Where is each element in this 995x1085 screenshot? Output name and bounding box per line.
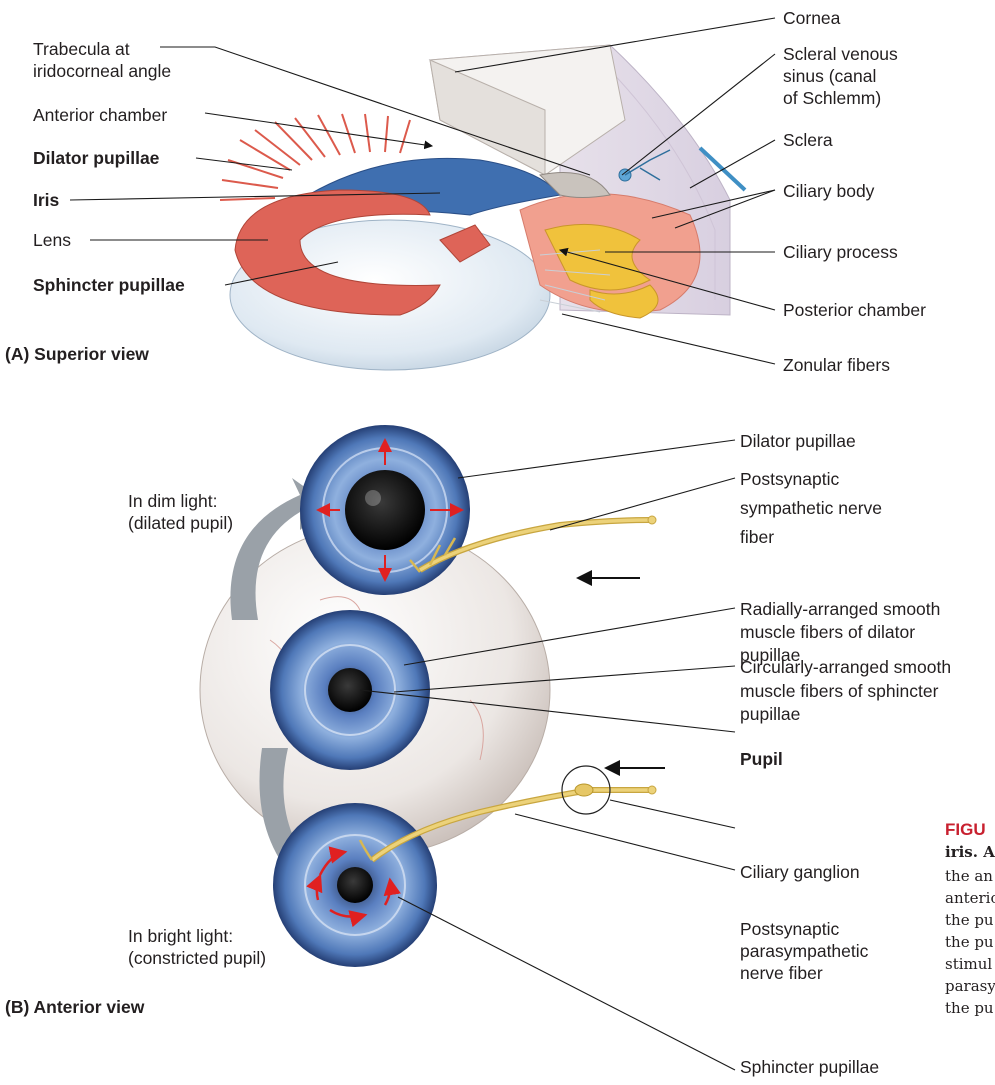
label-circ-1: Circularly-arranged smooth bbox=[740, 656, 951, 678]
label-iris: Iris bbox=[33, 189, 59, 211]
label-lens: Lens bbox=[33, 229, 71, 251]
label-para-1: Postsynaptic bbox=[740, 918, 839, 940]
label-posterior-chamber: Posterior chamber bbox=[783, 299, 926, 321]
label-ciliary-ganglion: Ciliary ganglion bbox=[740, 861, 860, 883]
label-para-3: nerve fiber bbox=[740, 962, 823, 984]
label-circ-2: muscle fibers of sphincter bbox=[740, 680, 938, 702]
label-pupil: Pupil bbox=[740, 748, 783, 770]
label-anterior-chamber: Anterior chamber bbox=[33, 104, 167, 126]
label-trabecula-2: iridocorneal angle bbox=[33, 60, 171, 82]
label-dim-light: In dim light: bbox=[128, 490, 217, 512]
figure-caption-bold: iris. A bbox=[945, 843, 995, 861]
label-postsyn-3: fiber bbox=[740, 526, 774, 548]
label-postsyn-1: Postsynaptic bbox=[740, 468, 839, 490]
label-circ-3: pupillae bbox=[740, 703, 800, 725]
figure-caption-heading: FIGU bbox=[945, 820, 986, 840]
label-radial-1: Radially-arranged smooth bbox=[740, 598, 940, 620]
label-radial-2: muscle fibers of dilator bbox=[740, 621, 915, 643]
figure-caption-line: the pu bbox=[945, 910, 994, 932]
label-constricted-pupil: (constricted pupil) bbox=[128, 947, 266, 969]
label-b-sphincter: Sphincter pupillae bbox=[740, 1056, 879, 1078]
figure-caption-line: stimul bbox=[945, 954, 992, 976]
label-dilator-pupillae: Dilator pupillae bbox=[33, 147, 159, 169]
label-scleral-3: of Schlemm) bbox=[783, 87, 881, 109]
label-dilated-pupil: (dilated pupil) bbox=[128, 512, 233, 534]
anterior-view-illustration bbox=[200, 425, 665, 967]
caption-superior-view: (A) Superior view bbox=[5, 343, 149, 365]
label-ciliary-process: Ciliary process bbox=[783, 241, 898, 263]
caption-anterior-view: (B) Anterior view bbox=[5, 996, 144, 1018]
figure-caption-line: the pu bbox=[945, 998, 994, 1020]
figure-caption-line: parasy bbox=[945, 976, 995, 998]
label-sclera: Sclera bbox=[783, 129, 833, 151]
figure-caption-line: the pu bbox=[945, 932, 994, 954]
figure-caption-line: anterio bbox=[945, 888, 995, 910]
label-zonular-fibers: Zonular fibers bbox=[783, 354, 890, 376]
label-postsyn-2: sympathetic nerve bbox=[740, 497, 882, 519]
label-scleral-1: Scleral venous bbox=[783, 43, 898, 65]
label-ciliary-body: Ciliary body bbox=[783, 180, 874, 202]
superior-view-illustration bbox=[220, 45, 745, 370]
label-bright-light: In bright light: bbox=[128, 925, 233, 947]
label-sphincter-pupillae: Sphincter pupillae bbox=[33, 274, 185, 296]
label-cornea: Cornea bbox=[783, 7, 840, 29]
label-scleral-2: sinus (canal bbox=[783, 65, 876, 87]
label-para-2: parasympathetic bbox=[740, 940, 868, 962]
label-b-dilator: Dilator pupillae bbox=[740, 430, 856, 452]
figure-caption-line: the an bbox=[945, 866, 993, 888]
label-trabecula: Trabecula at bbox=[33, 38, 130, 60]
